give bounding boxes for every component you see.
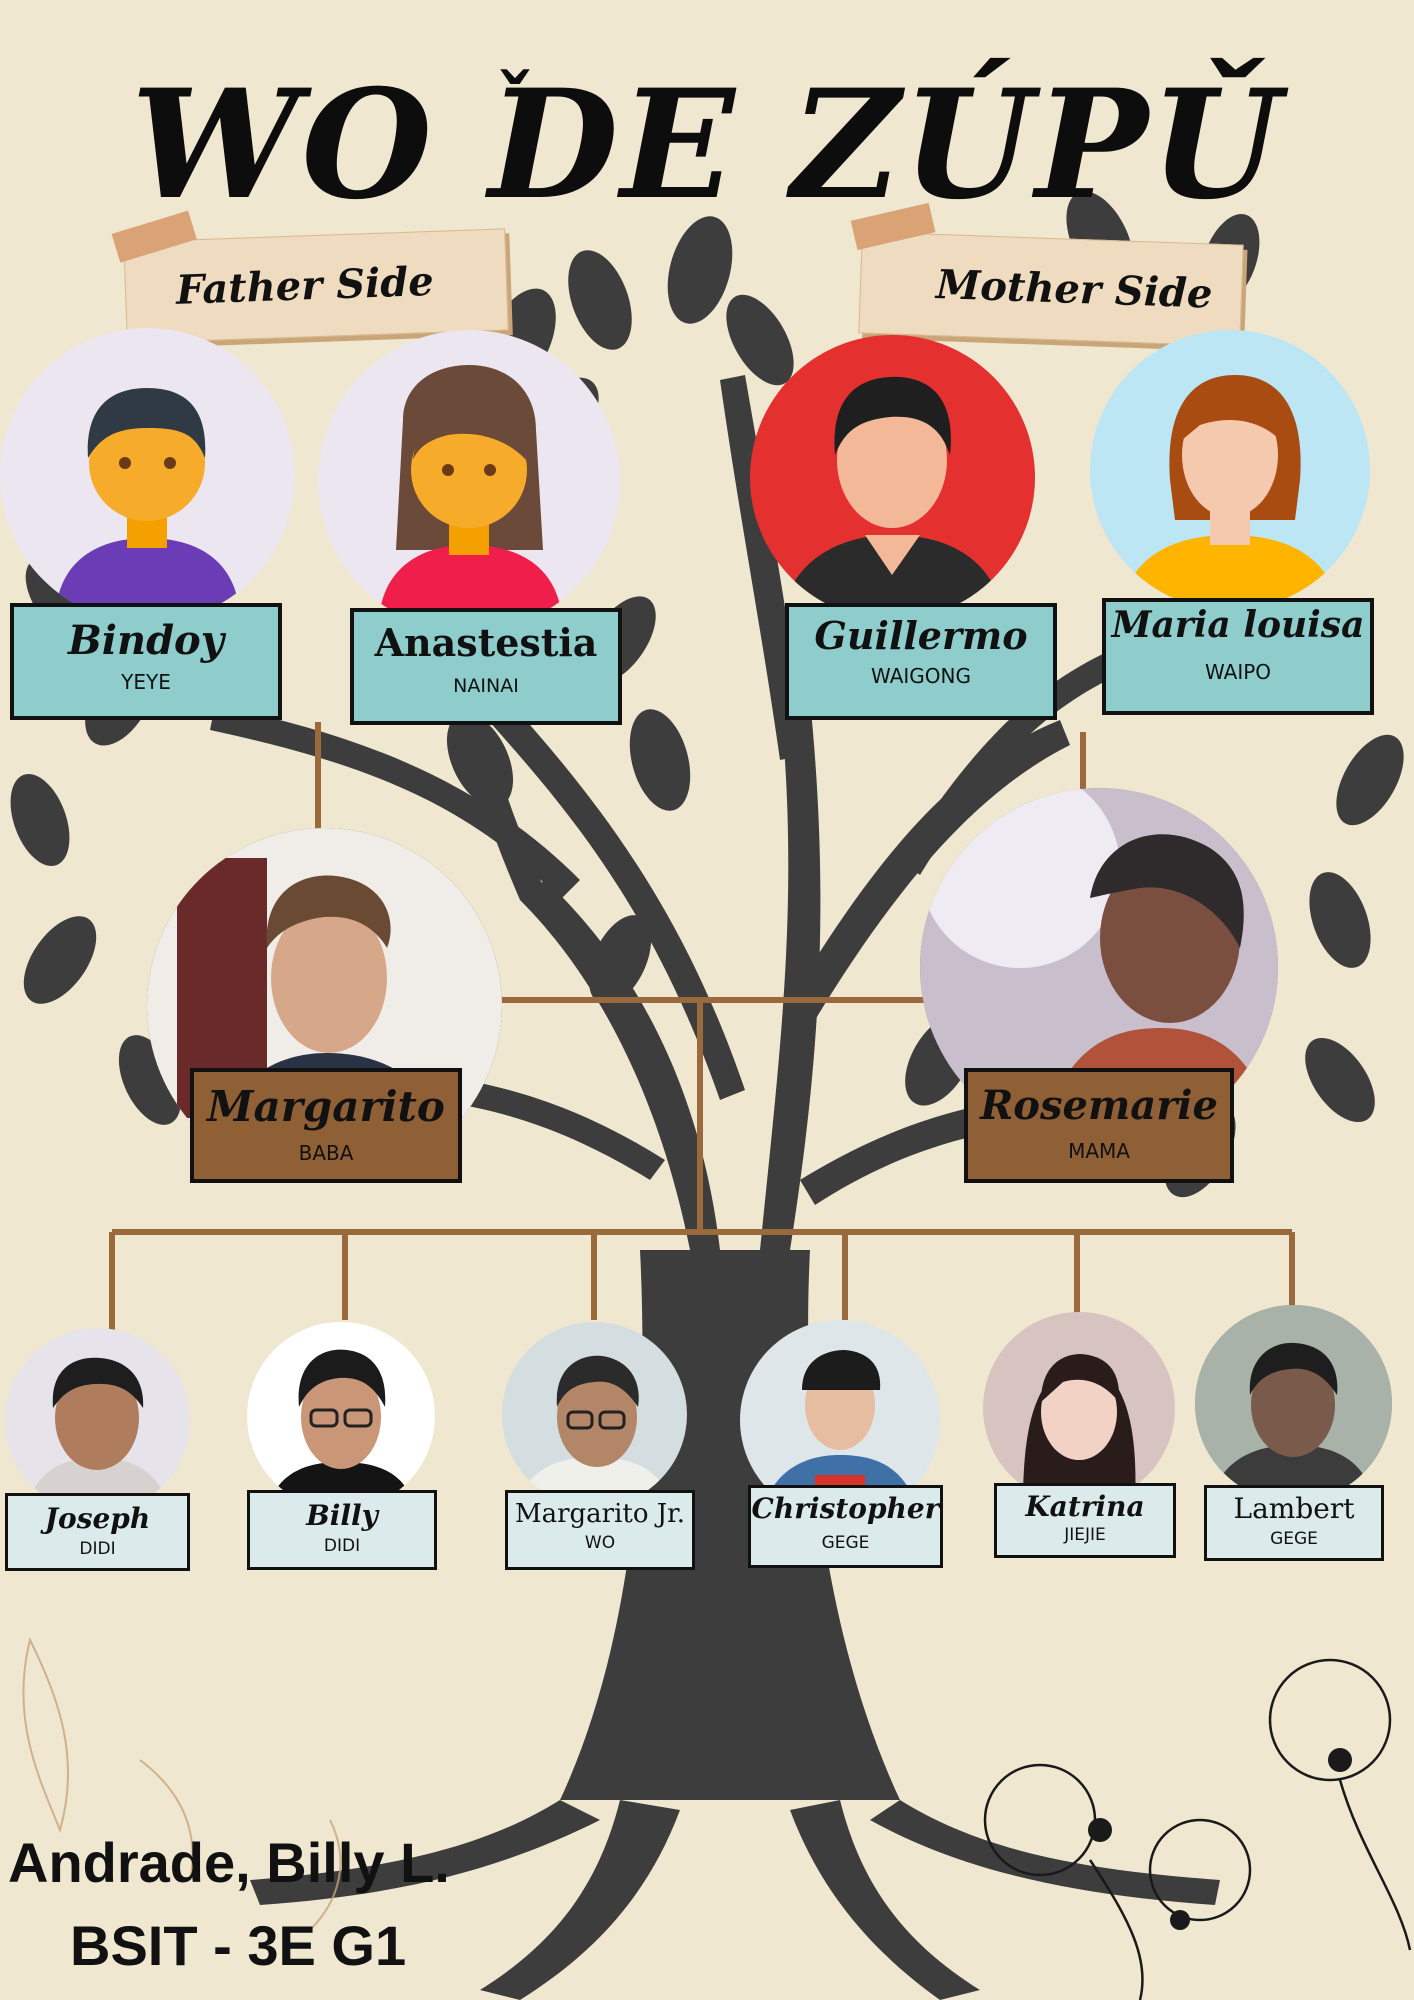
- grandparent-namebox-maria-louisa: Maria louisa WAIPO: [1102, 598, 1374, 715]
- person-name: Guillermo: [814, 613, 1028, 658]
- child-photo-katrina: [983, 1312, 1175, 1504]
- parent-namebox-rosemarie: Rosemarie MAMA: [964, 1068, 1234, 1183]
- parent-namebox-margarito: Margarito BABA: [190, 1068, 462, 1183]
- child-namebox-lambert: Lambert GEGE: [1204, 1485, 1384, 1561]
- grandparent-namebox-guillermo: Guillermo WAIGONG: [785, 603, 1057, 720]
- boy-avatar-icon: [55, 388, 240, 623]
- person-name: Margarito: [207, 1082, 445, 1131]
- person-name: Joseph: [44, 1502, 151, 1535]
- person-role: BABA: [298, 1141, 354, 1165]
- page-title: WO DE ZÚPǓ: [131, 57, 1283, 233]
- child-namebox-joseph: Joseph DIDI: [5, 1493, 190, 1571]
- person-role: GEGE: [821, 1533, 870, 1553]
- child-namebox-christopher: Christopher GEGE: [748, 1485, 943, 1568]
- child-namebox-billy: Billy DIDI: [247, 1490, 437, 1570]
- person-name: Rosemarie: [980, 1082, 1218, 1129]
- person-role: DIDI: [79, 1539, 116, 1559]
- child-photo-lambert: [1195, 1305, 1392, 1502]
- portrait-photo-placeholder: [25, 1357, 170, 1513]
- girl-avatar-icon: [378, 365, 563, 632]
- title-accent: ˇ: [495, 58, 535, 152]
- person-role: WO: [584, 1533, 616, 1553]
- grandparent-avatar: [1090, 330, 1370, 610]
- person-name: Anastestia: [374, 620, 598, 665]
- person-role: DIDI: [323, 1536, 361, 1556]
- portrait-photo-placeholder: [267, 1349, 415, 1510]
- person-name: Lambert: [1233, 1492, 1355, 1525]
- grandparent-namebox-bindoy: Bindoy YEYE: [10, 603, 282, 720]
- child-photo-billy: [247, 1322, 435, 1510]
- person-name: Billy: [306, 1499, 378, 1532]
- portrait-photo-placeholder: [517, 1355, 672, 1507]
- person-role: NAINAI: [453, 675, 519, 697]
- child-photo-margarito-jr: [502, 1322, 687, 1507]
- person-name: Bindoy: [68, 617, 224, 664]
- person-name: Margarito Jr.: [514, 1499, 686, 1529]
- grandparent-namebox-anastestia: Anastestia NAINAI: [350, 608, 622, 725]
- person-role: WAIGONG: [871, 664, 971, 688]
- person-name: Christopher: [751, 1492, 940, 1525]
- person-role: YEYE: [121, 670, 171, 694]
- person-name: Maria louisa: [1111, 604, 1365, 646]
- portrait-photo-placeholder: [1023, 1354, 1136, 1504]
- child-photo-joseph: [5, 1328, 190, 1513]
- person-role: MAMA: [1068, 1139, 1130, 1163]
- grandparent-avatar: [318, 330, 620, 632]
- person-role: GEGE: [1270, 1529, 1318, 1549]
- woman-avatar-icon: [1120, 375, 1340, 610]
- class-section: BSIT - 3E G1: [70, 1914, 407, 1977]
- man-avatar-icon: [780, 376, 1005, 620]
- portrait-photo-placeholder: [1195, 1305, 1392, 1502]
- person-role: WAIPO: [1204, 660, 1272, 684]
- child-namebox-margarito-jr: Margarito Jr. WO: [505, 1490, 695, 1570]
- author-name: Andrade, Billy L.: [8, 1831, 450, 1894]
- person-role: JIEJIE: [1064, 1525, 1106, 1545]
- child-namebox-katrina: Katrina JIEJIE: [994, 1483, 1176, 1558]
- grandparent-avatar: [750, 335, 1035, 620]
- person-name: Katrina: [1025, 1490, 1145, 1523]
- grandparent-avatar: [0, 328, 295, 623]
